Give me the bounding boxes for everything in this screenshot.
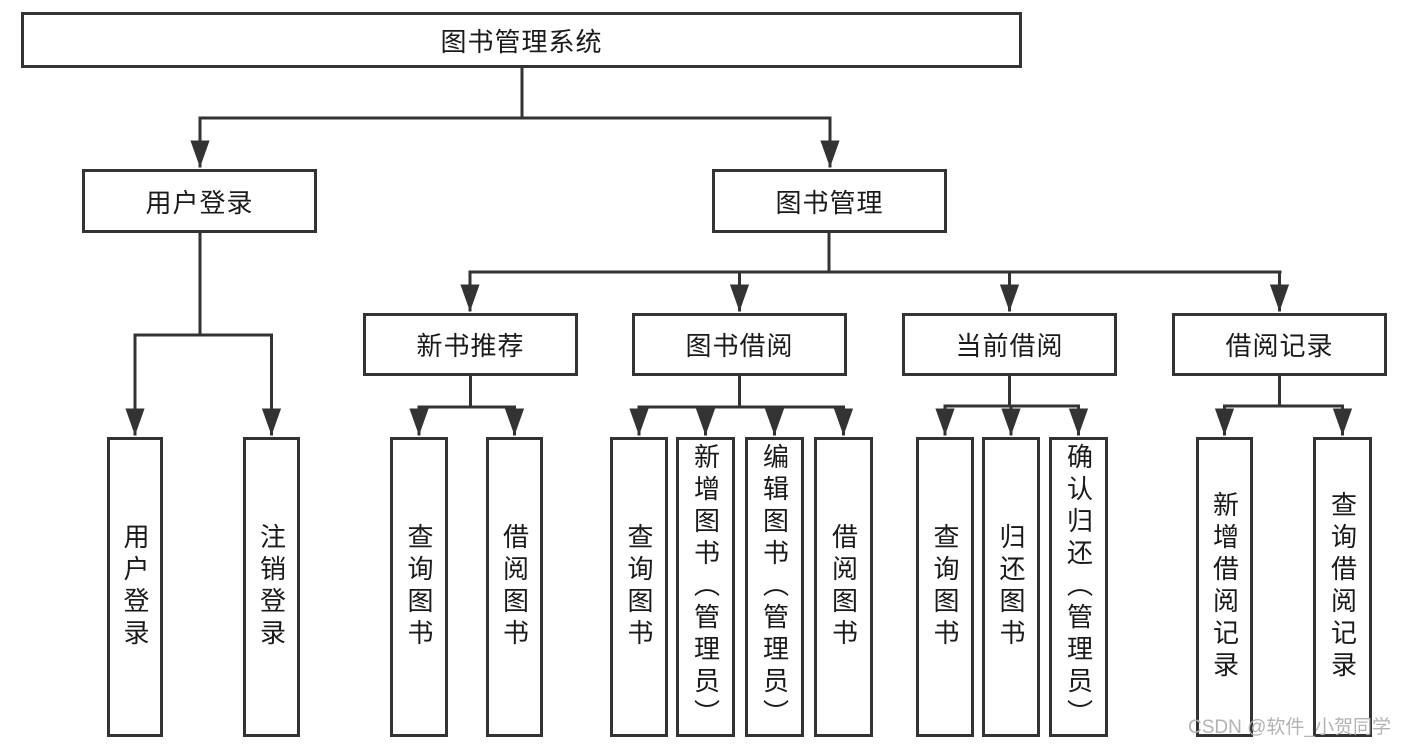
leaf-recommend-borrow-books: 借阅图书 <box>486 437 543 737</box>
leaf-return-books: 归还图书 <box>982 437 1040 737</box>
leaf-add-borrow-record: 新增借阅记录 <box>1196 437 1253 737</box>
node-current-borrow: 当前借阅 <box>902 313 1117 376</box>
edge-new-book-recommend-to-leaves <box>409 371 525 436</box>
leaf-return-books-label: 归还图书 <box>996 523 1026 651</box>
node-book-management: 图书管理 <box>712 169 947 233</box>
leaf-borrow-query-books: 查询图书 <box>610 437 668 737</box>
csdn-watermark: CSDN @软件_小贺同学 <box>1188 717 1391 738</box>
leaf-add-books-admin: 新增图书（管理员） <box>676 437 735 737</box>
leaf-add-borrow-record-label: 新增借阅记录 <box>1209 491 1240 683</box>
leaf-logout-login: 注销登录 <box>243 437 300 737</box>
leaf-recommend-query-books: 查询图书 <box>390 437 448 737</box>
leaf-edit-books-admin: 编辑图书（管理员） <box>745 437 804 737</box>
node-root-system: 图书管理系统 <box>21 12 1022 68</box>
node-book-borrow: 图书借阅 <box>632 313 847 376</box>
leaf-borrow-books: 借阅图书 <box>814 437 873 737</box>
edge-book-borrow-to-leaves <box>629 371 854 436</box>
edge-user-login-to-leaves <box>125 228 282 436</box>
leaf-query-borrow-record-label: 查询借阅记录 <box>1327 491 1358 683</box>
node-user-login: 用户登录 <box>82 169 317 233</box>
leaf-confirm-return-admin: 确认归还（管理员） <box>1049 437 1108 737</box>
leaf-query-borrow-record: 查询借阅记录 <box>1313 437 1372 737</box>
leaf-borrow-query-books-label: 查询图书 <box>624 523 654 651</box>
edge-current-borrow-to-leaves <box>935 371 1089 436</box>
edge-root-to-level2 <box>190 64 840 168</box>
leaf-logout-login-label: 注销登录 <box>256 523 287 651</box>
node-borrow-records: 借阅记录 <box>1172 313 1387 376</box>
leaf-user-login: 用户登录 <box>107 437 163 737</box>
leaf-add-books-admin-label: 新增图书（管理员） <box>690 443 721 731</box>
edge-book-management-to-level3 <box>460 228 1290 312</box>
leaf-user-login-label: 用户登录 <box>120 523 150 651</box>
node-new-book-recommend: 新书推荐 <box>363 313 578 376</box>
leaf-edit-books-admin-label: 编辑图书（管理员） <box>759 443 790 731</box>
leaf-confirm-return-admin-label: 确认归还（管理员） <box>1063 443 1094 731</box>
leaf-recommend-borrow-books-label: 借阅图书 <box>499 523 530 651</box>
leaf-current-query-books: 查询图书 <box>916 437 974 737</box>
edge-borrow-records-to-leaves <box>1214 371 1353 436</box>
leaf-borrow-books-label: 借阅图书 <box>828 523 859 651</box>
leaf-current-query-books-label: 查询图书 <box>930 523 960 651</box>
leaf-recommend-query-books-label: 查询图书 <box>404 523 434 651</box>
